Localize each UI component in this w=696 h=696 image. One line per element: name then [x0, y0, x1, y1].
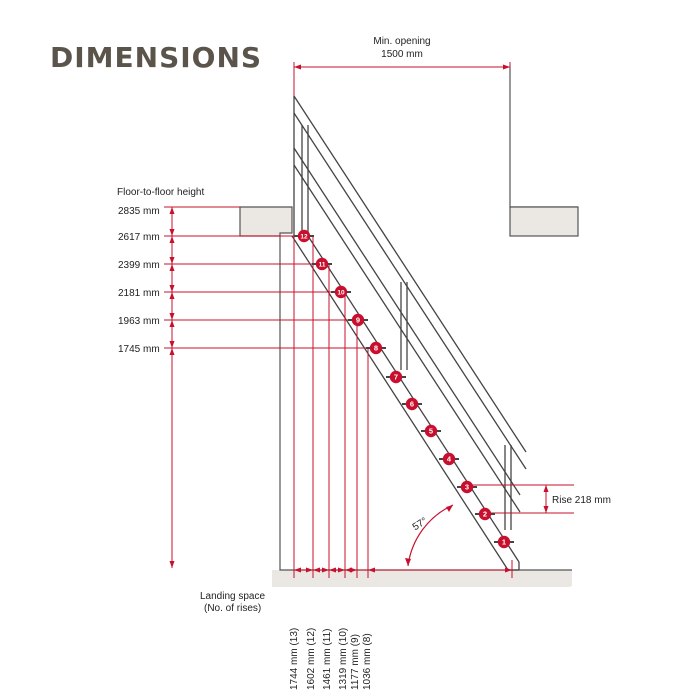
landing-value-13: 1744 mm (13) — [289, 628, 300, 690]
step-number: 8 — [374, 344, 378, 353]
angle-indicator: 57° — [405, 504, 454, 567]
step-marker — [369, 341, 383, 355]
floor-height-header: Floor-to-floor height — [117, 187, 204, 198]
floor-height-dimensions: Floor-to-floor height 2835 mm 2617 mm 23… — [117, 187, 376, 568]
rise-dimension: Rise 218 mm — [470, 484, 611, 514]
step-marker — [351, 313, 365, 327]
step-number: 12 — [300, 234, 308, 241]
landing-value-11: 1461 mm (11) — [322, 628, 333, 690]
step-number: 6 — [410, 400, 414, 409]
step-number: 4 — [447, 455, 452, 464]
step-marker — [424, 424, 438, 438]
step-marker — [497, 535, 511, 549]
step-number: 1 — [502, 538, 506, 547]
step-marker — [460, 480, 474, 494]
step-number: 9 — [356, 316, 360, 325]
landing-space-dimension: Landing space (No. of rises) 1744 mm (13… — [200, 567, 512, 690]
step-number: 3 — [465, 483, 469, 492]
landing-drop-lines — [293, 236, 513, 578]
min-opening-label: Min. opening — [373, 36, 430, 47]
landing-space-label: Landing space — [200, 591, 265, 602]
step-marker — [478, 507, 492, 521]
min-opening-value: 1500 mm — [381, 49, 423, 60]
landing-value-12: 1602 mm (12) — [306, 628, 317, 690]
height-label-1963: 1963 mm — [118, 316, 160, 327]
step-number: 11 — [319, 262, 326, 269]
step-marker — [389, 370, 403, 384]
height-label-2181: 2181 mm — [118, 288, 160, 299]
step-marker — [334, 285, 348, 299]
step-marker — [442, 452, 456, 466]
landing-space-sublabel: (No. of rises) — [204, 603, 261, 614]
min-opening-dimension: Min. opening 1500 mm — [293, 36, 511, 96]
diagram-title: DIMENSIONS — [50, 41, 263, 74]
landing-value-9: 1177 mm (9) — [350, 634, 361, 690]
upper-floor-slab — [239, 206, 293, 237]
height-label-2399: 2399 mm — [118, 260, 160, 271]
step-number: 5 — [429, 427, 433, 436]
step-marker — [297, 229, 311, 243]
rise-label: Rise 218 mm — [552, 495, 611, 506]
stair-structure — [291, 95, 527, 571]
landing-value-8: 1036 mm (8) — [362, 633, 373, 690]
step-marker — [315, 257, 329, 271]
landing-value-10: 1319 mm (10) — [338, 628, 349, 690]
height-label-1745: 1745 mm — [118, 344, 160, 355]
angle-label: 57° — [411, 516, 430, 533]
step-marker — [405, 397, 419, 411]
step-number: 7 — [394, 373, 398, 382]
height-label-2835: 2835 mm — [118, 206, 160, 217]
step-number: 10 — [337, 290, 345, 297]
step-number: 2 — [483, 510, 487, 519]
opening-edge-right — [509, 67, 579, 237]
height-label-2617: 2617 mm — [118, 232, 160, 243]
